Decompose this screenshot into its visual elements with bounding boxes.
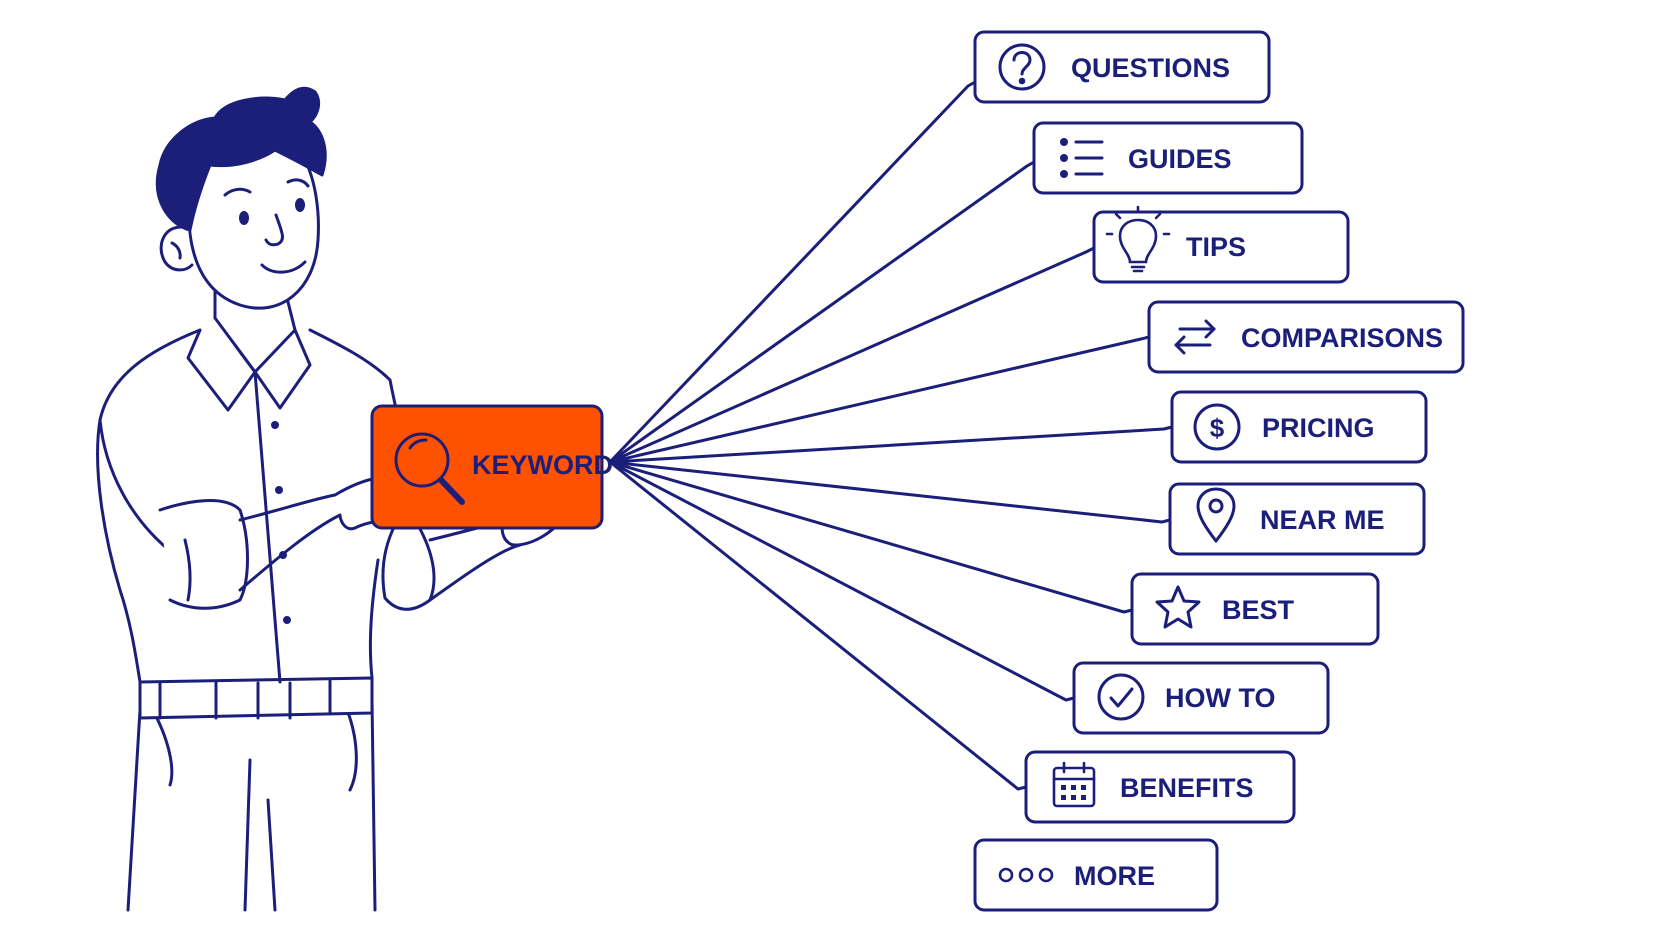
connector-line bbox=[608, 460, 1134, 614]
star-icon bbox=[1155, 585, 1201, 629]
lightbulb-icon bbox=[1105, 205, 1171, 273]
box-tips: TIPS bbox=[1092, 205, 1350, 284]
box-how-to: HOW TO bbox=[1072, 661, 1330, 735]
box-best: BEST bbox=[1130, 572, 1380, 646]
box-guides: GUIDES bbox=[1032, 121, 1304, 195]
box-more: MORE bbox=[973, 838, 1219, 912]
box-label-how-to: HOW TO bbox=[1165, 683, 1276, 713]
connector-line bbox=[608, 425, 1174, 464]
box-label-questions: QUESTIONS bbox=[1071, 53, 1230, 83]
box-label-pricing: PRICING bbox=[1262, 413, 1375, 443]
keyword-card: KEYWORD bbox=[370, 404, 613, 530]
person-illustration bbox=[96, 86, 574, 912]
connector-line bbox=[608, 246, 1096, 464]
connector-line bbox=[608, 460, 1172, 524]
connector-line bbox=[608, 335, 1151, 464]
svg-text:$: $ bbox=[1210, 413, 1225, 443]
connector-line bbox=[608, 80, 977, 464]
box-questions: QUESTIONS bbox=[973, 30, 1271, 104]
box-label-benefits: BENEFITS bbox=[1120, 773, 1254, 803]
map-pin-icon bbox=[1196, 487, 1236, 543]
check-circle-icon bbox=[1097, 673, 1145, 721]
connector-line bbox=[608, 160, 1036, 464]
connector-line bbox=[608, 460, 1028, 791]
box-label-comparisons: COMPARISONS bbox=[1241, 323, 1443, 353]
question-circle-icon bbox=[998, 43, 1046, 91]
keyword-label: KEYWORD bbox=[472, 450, 613, 480]
dollar-circle-icon: $ bbox=[1193, 403, 1241, 451]
magnifier-icon bbox=[394, 432, 465, 505]
category-boxes: QUESTIONS GUIDES bbox=[973, 30, 1465, 912]
box-benefits: BENEFITS bbox=[1024, 750, 1296, 824]
box-label-best: BEST bbox=[1222, 595, 1295, 625]
box-label-more: MORE bbox=[1074, 861, 1155, 891]
list-icon bbox=[1060, 138, 1104, 178]
calendar-icon bbox=[1052, 761, 1096, 808]
box-near-me: NEAR ME bbox=[1168, 482, 1426, 556]
connector-line bbox=[608, 460, 1076, 702]
more-dots-icon bbox=[998, 867, 1054, 883]
box-label-near-me: NEAR ME bbox=[1260, 505, 1385, 535]
box-pricing: $ PRICING bbox=[1170, 390, 1428, 464]
arrows-swap-icon bbox=[1174, 319, 1216, 355]
connector-lines bbox=[608, 80, 1174, 791]
box-comparisons: COMPARISONS bbox=[1147, 300, 1465, 374]
box-label-guides: GUIDES bbox=[1128, 144, 1232, 174]
box-label-tips: TIPS bbox=[1186, 232, 1246, 262]
